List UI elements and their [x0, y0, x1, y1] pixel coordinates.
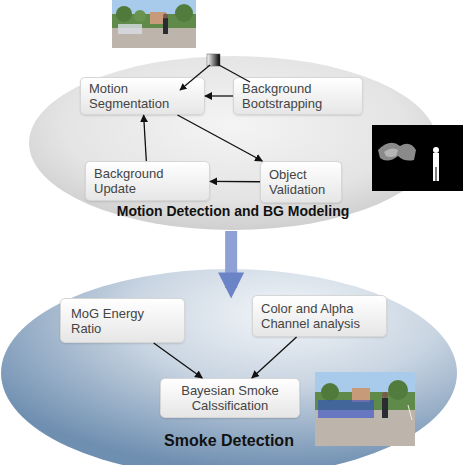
- input-photo: [112, 0, 196, 48]
- box-label: Background Bootstrapping: [242, 81, 354, 111]
- box-label: MoG Energy Ratio: [71, 306, 150, 336]
- foreground-mask: [372, 125, 463, 191]
- leader-line: [219, 65, 250, 82]
- stage-band: Motion Detection and BG Modeling Motion S…: [28, 55, 438, 231]
- process-box: Object Validation: [260, 161, 342, 203]
- flow-arrow: [178, 115, 263, 161]
- band-title: Smoke Detection: [0, 432, 458, 450]
- band-ellipse-shape: [1, 269, 457, 465]
- flow-arrow: [154, 343, 203, 378]
- stage-arrow: [225, 231, 237, 288]
- stage-band: Smoke Detection MoG Energy Ratio Color and…: [0, 268, 458, 465]
- flow-arrow: [144, 115, 147, 161]
- background-thumbnail: [207, 54, 220, 66]
- box-label: Color and Alpha Channel analysis: [261, 301, 378, 331]
- process-box: Color and Alpha Channel analysis: [252, 295, 387, 337]
- flow-arrow: [252, 337, 297, 378]
- leader-line: [180, 65, 210, 90]
- process-box: Background Update: [85, 161, 210, 201]
- result-photo: [315, 372, 415, 446]
- flow-arrow: [210, 181, 260, 183]
- process-box: Bayesian Smoke Calssification: [160, 378, 300, 418]
- process-box: Background Bootstrapping: [233, 77, 363, 115]
- band-ellipse-shape: [29, 56, 437, 230]
- process-box: MoG Energy Ratio: [60, 298, 185, 343]
- box-label: Object Validation: [269, 167, 337, 197]
- box-label: Motion Segmentation: [89, 81, 196, 111]
- box-label: Background Update: [94, 166, 201, 196]
- process-box: Motion Segmentation: [80, 77, 205, 115]
- box-label: Bayesian Smoke Calssification: [167, 383, 293, 413]
- band-title: Motion Detection and BG Modeling: [28, 203, 438, 219]
- flow-arrow: [205, 95, 233, 96]
